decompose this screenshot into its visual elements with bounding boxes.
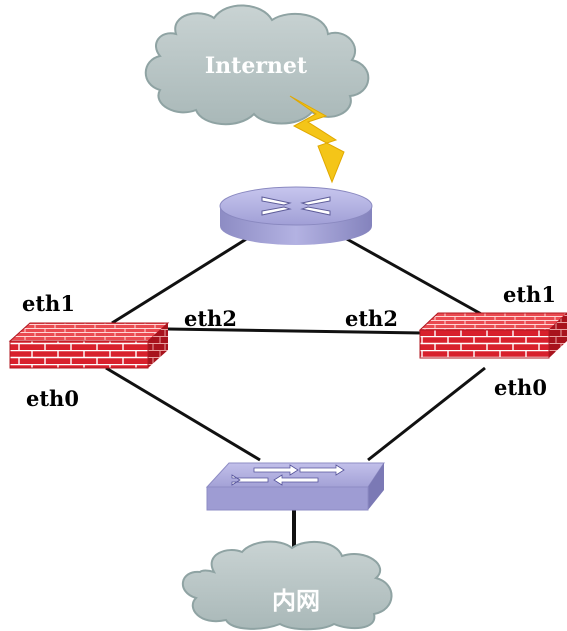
firewall-left-eth2-label: eth2 [184, 306, 237, 331]
lightning-icon [289, 95, 345, 184]
link-firewall-right-switch [367, 366, 486, 462]
link-firewall-left-switch [105, 366, 261, 462]
switch-icon [205, 462, 385, 511]
firewall-right-icon [418, 312, 567, 359]
link-router-firewall-left [111, 236, 249, 325]
router-icon [219, 186, 373, 245]
firewall-left-eth1-label: eth1 [22, 291, 75, 316]
firewall-left-icon [8, 322, 170, 369]
firewall-left-eth0-label: eth0 [26, 386, 79, 411]
intranet-cloud: 内网 [182, 540, 393, 631]
internet-label: Internet [205, 53, 308, 79]
firewall-right-eth1-label: eth1 [503, 282, 556, 307]
intranet-label: 内网 [272, 586, 320, 615]
network-links [105, 236, 493, 550]
firewall-right-eth0-label: eth0 [494, 375, 547, 400]
link-router-firewall-right [344, 236, 493, 322]
link-firewall-left-right [167, 327, 423, 335]
firewall-right-eth2-label: eth2 [345, 306, 398, 331]
internet-cloud: Internet [144, 4, 370, 126]
